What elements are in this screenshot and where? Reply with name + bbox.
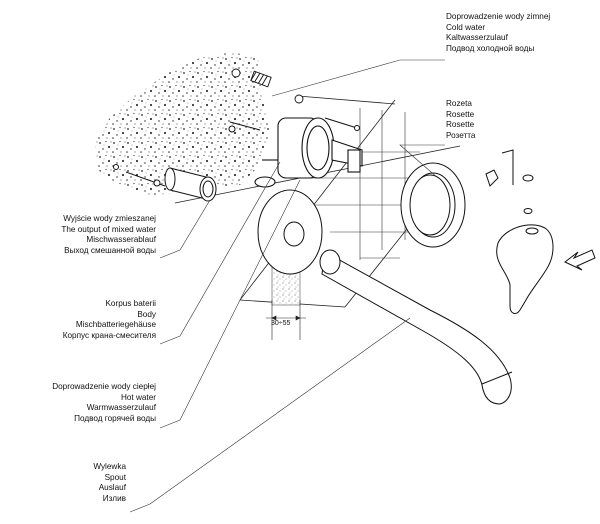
mixed-output-line-pl: Wyjście wody zmieszanej: [63, 214, 156, 223]
cold-water-connector: [231, 68, 304, 104]
screws: [113, 117, 360, 187]
label-hot-water: Doprowadzenie wody ciepłej Hot water War…: [52, 382, 156, 424]
hot-water-line-ru: Подвод горячей воды: [74, 413, 156, 423]
mixed-water-outlet: [164, 167, 217, 202]
rosette-line-en: Rosette: [446, 109, 475, 119]
body-line-de: Mischbatteriegehäuse: [75, 320, 156, 330]
cold-water-line-de: Kaltwasserzulauf: [446, 33, 508, 43]
handle-accessories: [485, 149, 596, 271]
label-rosette: Rozeta Rosette Rosette Розетта: [446, 99, 475, 141]
hot-water-line-en: Hot water: [120, 392, 156, 402]
mixed-output-line-de: Mischwasserablauf: [86, 235, 156, 245]
label-mixed-output: Wyjście wody zmieszanej The output of mi…: [61, 214, 156, 256]
body-rosette: [257, 189, 323, 275]
label-spout: Wylewka Spout Auslauf Излив: [93, 462, 126, 504]
hot-water-line-pl: Doprowadzenie wody ciepłej: [52, 382, 156, 391]
spout-line-en: Spout: [104, 472, 126, 482]
dimension-label: 30÷55: [271, 320, 291, 327]
cold-water-line-pl: Doprowadzenie wody zimnej: [446, 12, 551, 21]
spout-line-ru: Излив: [102, 493, 126, 503]
wall-concrete: [95, 52, 270, 196]
cold-water-line-en: Cold water: [446, 22, 486, 32]
spout: [319, 249, 513, 405]
body-line-pl: Korpus baterii: [105, 299, 156, 308]
rosette-line-pl: Rozeta: [446, 99, 472, 108]
dimension-marker: [266, 300, 306, 340]
valve-body: [254, 117, 363, 188]
leader-lines: [129, 59, 445, 513]
spout-line-de: Auslauf: [98, 483, 126, 493]
mixed-output-line-ru: Выход смешанной воды: [64, 245, 156, 255]
spout-line-pl: Wylewka: [93, 462, 126, 471]
rosette-ring: [400, 162, 466, 248]
rosette-line-de: Rosette: [446, 120, 475, 130]
label-cold-water: Doprowadzenie wody zimnej Cold water Kal…: [446, 12, 550, 54]
body-line-en: Body: [137, 309, 156, 319]
mixed-output-line-en: The output of mixed water: [61, 224, 156, 234]
handle: [496, 224, 554, 314]
hot-water-line-de: Warmwasserzulauf: [86, 403, 156, 413]
body-line-ru: Корпус крана-смесителя: [62, 330, 156, 340]
cold-water-line-ru: Подвод холодной воды: [446, 43, 535, 53]
rosette-line-ru: Розетта: [446, 130, 476, 140]
label-body: Korpus baterii Body Mischbatteriegehäuse…: [63, 299, 156, 341]
